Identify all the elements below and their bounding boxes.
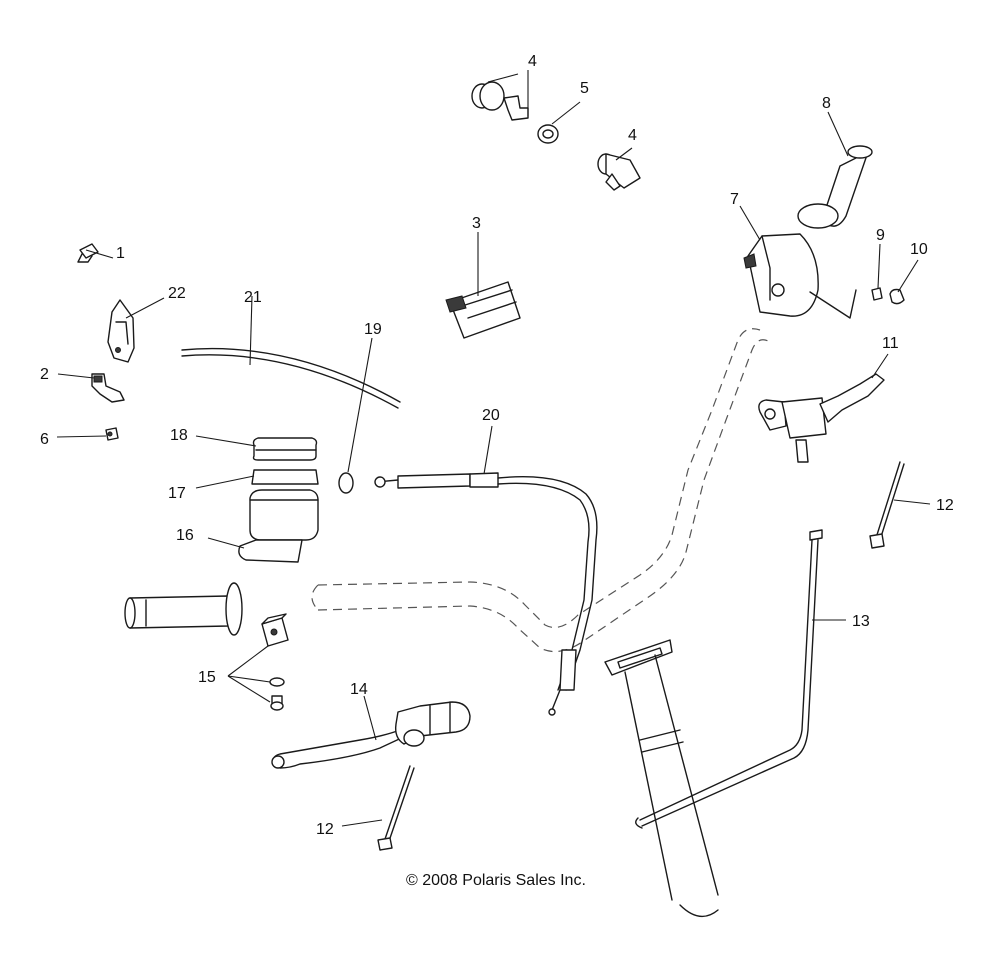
part-14-brake-lever (271, 701, 471, 769)
part-12-cable-tie-upper (869, 461, 905, 549)
part-7-throttle-housing (743, 233, 857, 319)
part-17-diaphragm (251, 469, 319, 485)
steering-post (604, 639, 719, 918)
callout-14: 14 (350, 681, 368, 698)
callout-18: 18 (170, 427, 188, 444)
callout-15: 15 (198, 669, 216, 686)
callout-6: 6 (40, 431, 49, 448)
callout-13: 13 (852, 613, 870, 630)
part-12-cable-tie-lower (377, 765, 415, 851)
part-21-cable (181, 347, 401, 409)
left-hand-grip (124, 582, 243, 636)
callout-4-right: 4 (628, 127, 637, 144)
callout-22: 22 (168, 285, 186, 302)
part-2-clamp (91, 373, 125, 403)
callout-4-top: 4 (528, 53, 537, 70)
callout-11: 11 (882, 335, 899, 352)
part-4-key-cylinder (471, 81, 529, 121)
part-22-switch-housing (107, 299, 135, 363)
callout-19: 19 (364, 321, 382, 338)
callout-8: 8 (822, 95, 831, 112)
part-9-bushing (871, 287, 883, 301)
part-5-nut (537, 124, 559, 144)
callout-2: 2 (40, 366, 49, 383)
handlebar (311, 328, 771, 653)
callout-12-bottom: 12 (316, 821, 334, 838)
callout-3: 3 (472, 215, 481, 232)
part-19-o-ring (338, 472, 354, 494)
part-10-bushing (889, 288, 905, 305)
part-15-clamp-hardware (261, 613, 289, 711)
callout-17: 17 (168, 485, 186, 502)
callout-1: 1 (116, 245, 125, 262)
callout-12-right: 12 (936, 497, 954, 514)
part-4-ignition-switch (597, 153, 641, 191)
part-18-cover (252, 437, 318, 461)
callout-10: 10 (910, 241, 928, 258)
part-11-lever (758, 373, 885, 463)
copyright-notice: © 2008 Polaris Sales Inc. (406, 872, 586, 889)
part-8-right-grip (797, 145, 873, 229)
part-13-brake-hose (635, 529, 823, 829)
callout-7: 7 (730, 191, 739, 208)
callout-labels: 1 22 21 2 6 19 18 17 16 20 3 4 5 4 8 7 9… (40, 53, 954, 838)
callout-20: 20 (482, 407, 500, 424)
callout-16: 16 (176, 527, 194, 544)
callout-5: 5 (580, 80, 589, 97)
leader-lines (56, 70, 931, 827)
callout-9: 9 (876, 227, 885, 244)
part-20-throttle-cable (374, 472, 598, 716)
part-6-screw (105, 427, 119, 441)
callout-21: 21 (244, 289, 262, 306)
part-16-reservoir (238, 489, 319, 563)
part-3-switch (445, 281, 521, 339)
